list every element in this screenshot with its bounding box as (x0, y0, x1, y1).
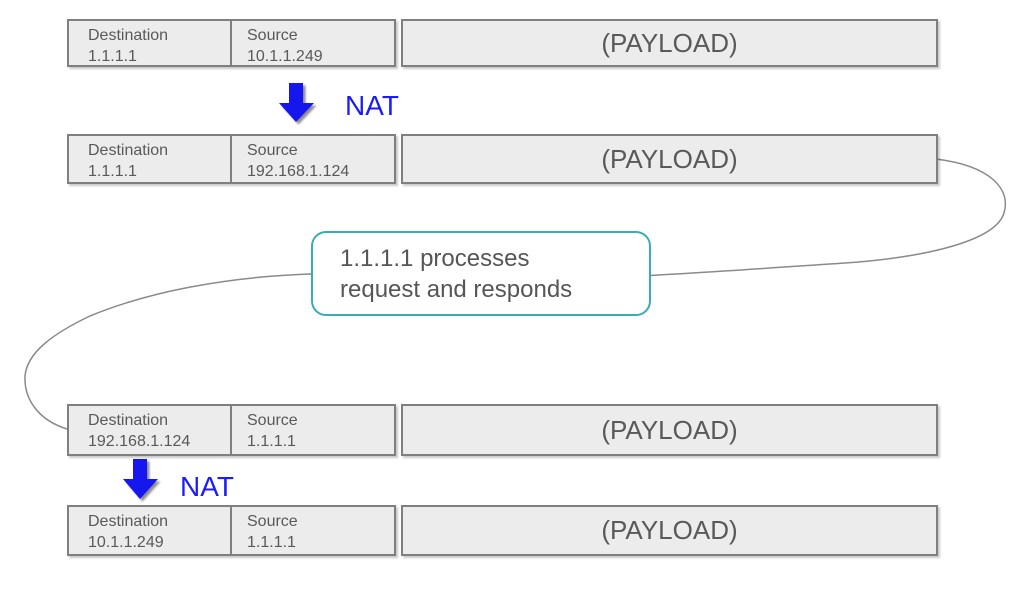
payload-box: (PAYLOAD) (401, 505, 938, 556)
destination-value: 1.1.1.1 (88, 163, 137, 180)
source-cell: Source 192.168.1.124 (230, 136, 394, 182)
destination-label: Destination (88, 513, 169, 530)
destination-value: 192.168.1.124 (88, 433, 191, 450)
nat-label: NAT (345, 90, 399, 121)
destination-label: Destination (88, 142, 169, 159)
destination-cell: Destination 192.168.1.124 (69, 406, 230, 454)
packet-row-outbound-pre-nat: Destination 1.1.1.1 Source 10.1.1.249 (P… (67, 19, 938, 67)
payload-box: (PAYLOAD) (401, 134, 938, 184)
source-label: Source (247, 513, 298, 530)
packet-row-response-pre-nat: Destination 192.168.1.124 Source 1.1.1.1… (67, 404, 938, 456)
source-cell: Source 1.1.1.1 (230, 406, 394, 454)
source-cell: Source 10.1.1.249 (230, 21, 394, 65)
destination-cell: Destination 1.1.1.1 (69, 21, 230, 65)
source-label: Source (247, 27, 298, 44)
source-value: 1.1.1.1 (247, 534, 296, 551)
source-label: Source (247, 412, 298, 429)
packet-header-table: Destination 1.1.1.1 Source 192.168.1.124 (67, 134, 396, 184)
packet-row-response-post-nat: Destination 10.1.1.249 Source 1.1.1.1 (P… (67, 505, 938, 556)
packet-header-table: Destination 192.168.1.124 Source 1.1.1.1 (67, 404, 396, 456)
packet-header-table: Destination 1.1.1.1 Source 10.1.1.249 (67, 19, 396, 67)
source-value: 10.1.1.249 (247, 48, 323, 65)
process-callout: 1.1.1.1 processes request and responds (311, 231, 651, 316)
destination-cell: Destination 1.1.1.1 (69, 136, 230, 182)
callout-line-2: request and responds (340, 276, 573, 303)
destination-label: Destination (88, 412, 169, 429)
callout-line-1: 1.1.1.1 processes (340, 245, 530, 272)
nat-arrow-down-icon (279, 83, 314, 122)
destination-value: 1.1.1.1 (88, 48, 137, 65)
source-cell: Source 1.1.1.1 (230, 507, 394, 554)
source-value: 1.1.1.1 (247, 433, 296, 450)
packet-header-table: Destination 10.1.1.249 Source 1.1.1.1 (67, 505, 396, 556)
nat-label: NAT (180, 471, 234, 502)
nat-arrow-down-icon (123, 459, 158, 499)
payload-box: (PAYLOAD) (401, 19, 938, 67)
source-label: Source (247, 142, 298, 159)
destination-cell: Destination 10.1.1.249 (69, 507, 230, 554)
source-value: 192.168.1.124 (247, 163, 350, 180)
payload-box: (PAYLOAD) (401, 404, 938, 456)
destination-value: 10.1.1.249 (88, 534, 164, 551)
destination-label: Destination (88, 27, 169, 44)
packet-row-outbound-post-nat: Destination 1.1.1.1 Source 192.168.1.124… (67, 134, 938, 184)
